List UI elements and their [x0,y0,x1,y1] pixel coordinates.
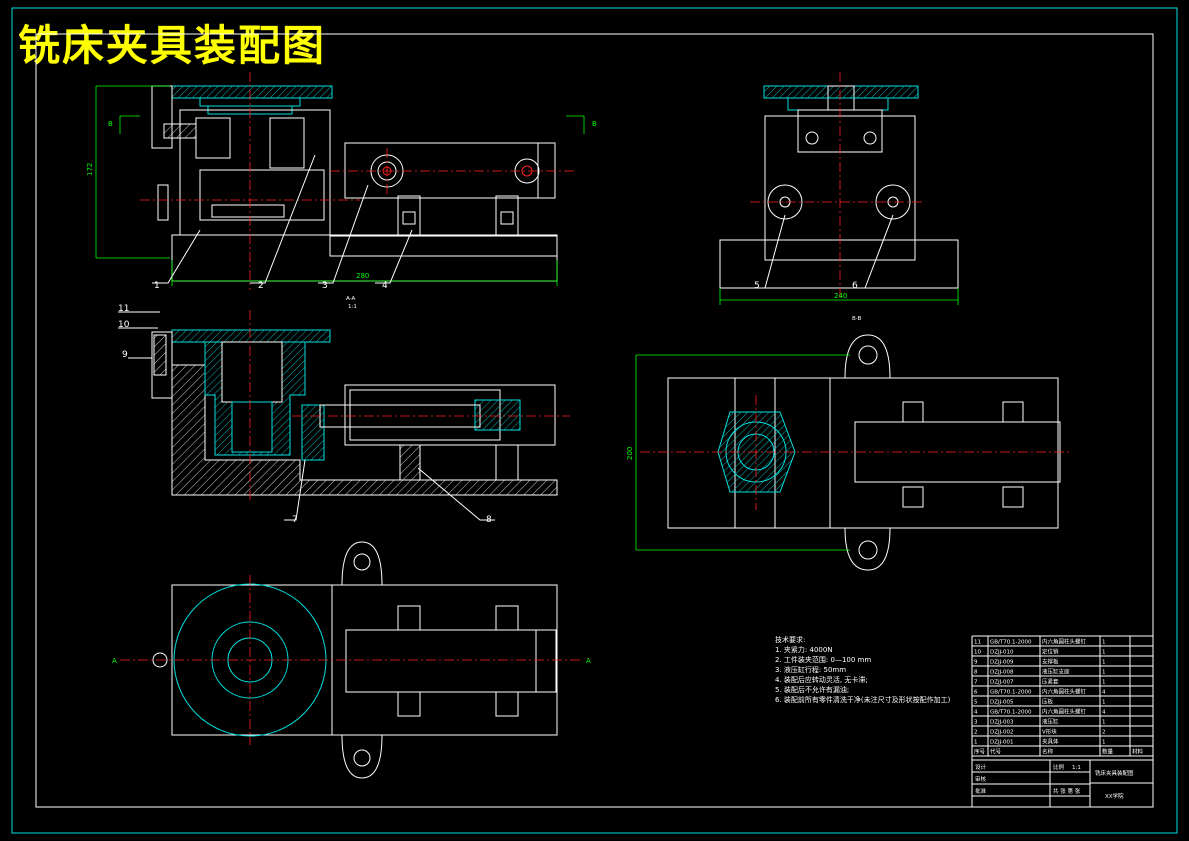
bom-cell: 液压缸 [1042,718,1059,726]
bom-cell: 内六角圆柱头螺钉 [1042,638,1087,646]
bom-cell: GB/T70.1-2000 [990,690,1032,696]
bom-cell: 2 [1102,730,1106,736]
section-mark-b-left: B [108,120,113,128]
bom-header-cell: 材料 [1132,748,1144,756]
part-label-10: 10 [118,320,130,330]
bom-cell: 9 [974,660,978,666]
bom-header-cell: 名称 [1042,748,1054,756]
tb-check-label: 审核 [975,775,987,783]
bom-cell: 1 [1102,640,1106,646]
note-5: 5. 装配后不允许有漏油; [775,685,849,694]
part-label-9: 9 [122,350,128,360]
note-4: 4. 装配后应转动灵活, 无卡滞; [775,675,868,684]
bom-cell: DZJJ-010 [990,650,1014,656]
part-label-2: 2 [258,281,264,291]
bom-cell: V形块 [1042,728,1057,736]
bom-cell: 8 [974,670,978,676]
part-label-1: 1 [154,281,160,291]
section-mark-a-left: A [112,657,117,665]
part-label-7: 7 [292,515,298,525]
bom-cell: 4 [1102,690,1106,696]
tb-sheet-label: 共 张 第 张 [1053,787,1081,795]
part-label-6: 6 [852,281,858,291]
part-label-3: 3 [322,281,328,291]
technical-notes: 技术要求: 1. 夹紧力: 4000N 2. 工件装夹范围: 0—100 mm … [775,635,951,704]
bom-cell: 2 [974,730,978,736]
bom-header-cell: 数量 [1102,748,1114,756]
drawing-title: 铣床夹具装配图 [18,21,327,70]
tb-drawing-name: 铣床夹具装配图 [1095,769,1134,777]
bom-cell: 1 [1102,650,1106,656]
bom-cell: 10 [974,650,981,656]
bom-cell: GB/T70.1-2000 [990,710,1032,716]
bom-cell: 11 [974,640,981,646]
bom-cell: 4 [1102,710,1106,716]
bom-cell: 内六角圆柱头螺钉 [1042,688,1087,696]
bom-cell: DZJJ-005 [990,700,1014,706]
note-2: 2. 工件装夹范围: 0—100 mm [775,655,871,664]
inner-frame [35,33,1154,808]
section-label-bb: B-B [852,316,862,322]
tb-approve-label: 批准 [975,787,987,795]
dim-front-height: 172 [86,163,94,176]
part-label-8: 8 [486,515,492,525]
bom-cell: DZJJ-009 [990,660,1014,666]
plan-view: 200 [626,334,1070,571]
tb-design-label: 设计 [975,763,987,771]
bom-cell: DZJJ-008 [990,670,1014,676]
bom-header-cell: 序号 [974,748,986,756]
tb-school: XX学院 [1105,792,1124,800]
note-6: 6. 装配前所有零件清洗干净(未注尺寸及形状按配作加工) [775,695,951,704]
bom-cell: 3 [974,720,978,726]
title-block: 设计 审核 批准 比例 1:1 共 张 第 张 铣床夹具装配图 XX学院 [971,759,1154,808]
bom-cell: 1 [1102,700,1106,706]
bom-cell: 1 [1102,720,1106,726]
bom-cell: DZJJ-002 [990,730,1014,736]
bom-cell: 4 [974,710,978,716]
section-label-aa: A-A [346,296,356,302]
top-view: A A [112,541,591,779]
section-mark-b-right: B [592,120,597,128]
part-label-5: 5 [754,281,760,291]
section-aa-view: 7 8 9 10 11 [118,304,570,525]
bom-cell: 压紧套 [1042,678,1059,686]
bom-cell: DZJJ-001 [990,740,1014,746]
bom-cell: 夹具体 [1042,738,1059,746]
tb-scale-label: 比例 [1053,763,1065,771]
bom-cell: DZJJ-003 [990,720,1014,726]
dim-top-height: 200 [626,447,634,460]
section-scale-aa: 1:1 [348,304,357,310]
bom-cell: 液压缸支座 [1042,668,1070,676]
part-label-11: 11 [118,304,129,314]
bom-cell: 定位销 [1042,648,1059,656]
bom-cell: 1 [974,740,978,746]
bom-cell: 1 [1102,670,1106,676]
part-label-4: 4 [382,281,388,291]
bom-cell: 支撑板 [1042,658,1059,666]
side-view: 240 5 6 B-B [719,72,959,322]
note-3: 3. 液压缸行程: 50mm [775,665,846,674]
bom-cell: 压板 [1042,698,1054,706]
bom-cell: 7 [974,680,978,686]
section-mark-a-right: A [586,657,591,665]
notes-heading: 技术要求: [775,635,805,644]
outer-frame [11,7,1178,834]
tb-scale-value: 1:1 [1072,765,1081,771]
bom-cell: 6 [974,690,978,696]
dim-front-width: 280 [356,272,369,280]
bom-cell: DZJJ-007 [990,680,1014,686]
note-1: 1. 夹紧力: 4000N [775,645,833,654]
bom-header-cell: 代号 [990,748,1002,756]
bom-cell: 5 [974,700,978,706]
dim-side-width: 240 [834,292,847,300]
bom-cell: 内六角圆柱头螺钉 [1042,708,1087,716]
bom-cell: GB/T70.1-2000 [990,640,1032,646]
bom-cell: 1 [1102,680,1106,686]
bom-cell: 1 [1102,660,1106,666]
front-view: 172 280 B B 1 2 3 4 A-A 1:1 [86,72,597,310]
bom-cell: 1 [1102,740,1106,746]
